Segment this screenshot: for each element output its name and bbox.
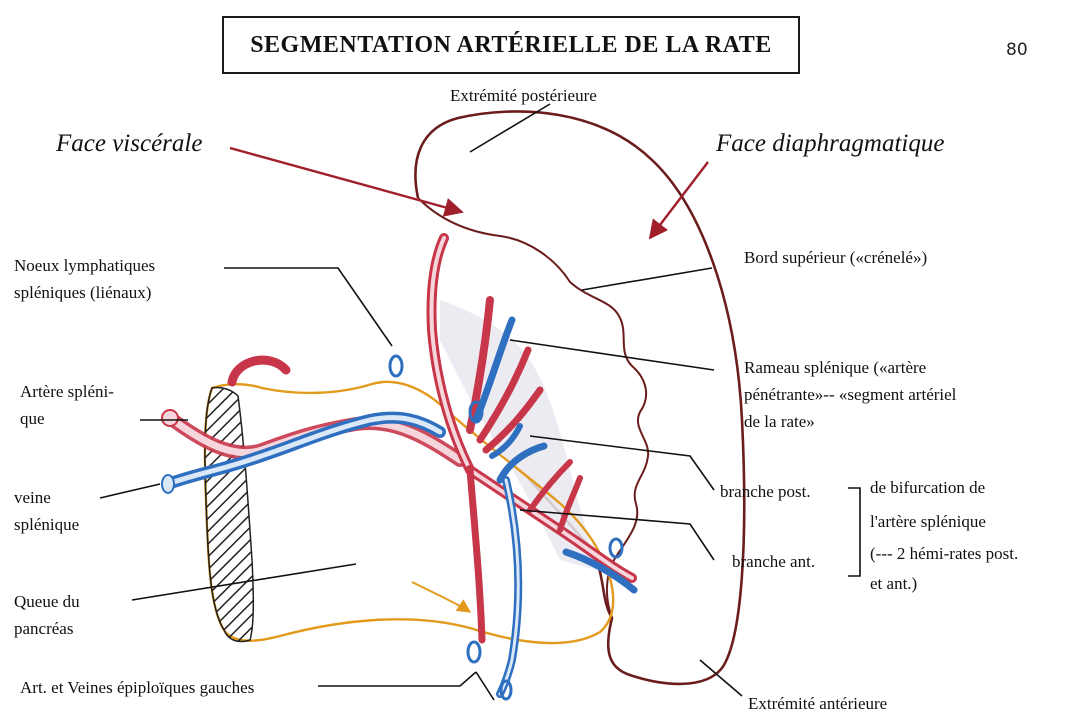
label-face-viscerale: Face viscérale (56, 130, 202, 158)
label-bifurcation-1: de bifurcation de (870, 474, 985, 501)
lymph-node (610, 539, 622, 557)
label-bifurcation-2: l'artère splénique (870, 508, 986, 535)
label-branche-post: branche post. (720, 478, 811, 505)
splenic-artery-loop (232, 360, 286, 382)
label-veine-1: veine (14, 484, 51, 511)
label-noeux-2: spléniques (liénaux) (14, 279, 151, 306)
label-artere-2: que (20, 405, 45, 432)
pancreas-arrow (412, 582, 470, 612)
label-branche-ant: branche ant. (732, 548, 815, 575)
label-extremite-posterieure: Extrémité postérieure (450, 82, 597, 109)
page-number: 80 (1006, 40, 1028, 60)
label-rameau-2: pénétrante»-- «segment artériel (744, 381, 956, 408)
label-bifurcation-3: (--- 2 hémi-rates post. (870, 540, 1018, 567)
label-queue-2: pancréas (14, 615, 73, 642)
label-bord-superieur: Bord supérieur («crénelé») (744, 244, 927, 271)
label-queue-1: Queue du (14, 588, 80, 615)
spleen-outline (415, 111, 744, 683)
label-artere-1: Artère spléni- (20, 378, 114, 405)
label-epiploiques: Art. et Veines épiploïques gauches (20, 674, 254, 701)
label-noeux-1: Noeux lymphatiques (14, 252, 155, 279)
title-box: SEGMENTATION ARTÉRIELLE DE LA RATE (222, 16, 800, 74)
label-face-diaphragmatique: Face diaphragmatique (716, 130, 944, 158)
epiploic-artery (470, 470, 482, 640)
label-bifurcation-4: et ant.) (870, 570, 917, 597)
face-viscerale-arrow (230, 148, 462, 212)
diagram-title: SEGMENTATION ARTÉRIELLE DE LA RATE (250, 32, 772, 59)
label-rameau-3: de la rate» (744, 408, 815, 435)
label-extremite-anterieure: Extrémité antérieure (748, 690, 887, 717)
pancreas-cut-section (205, 387, 253, 641)
label-veine-2: splénique (14, 511, 79, 538)
epiploic-vein (500, 480, 518, 694)
lymph-node (390, 356, 402, 376)
label-rameau-1: Rameau splénique («artère (744, 354, 926, 381)
